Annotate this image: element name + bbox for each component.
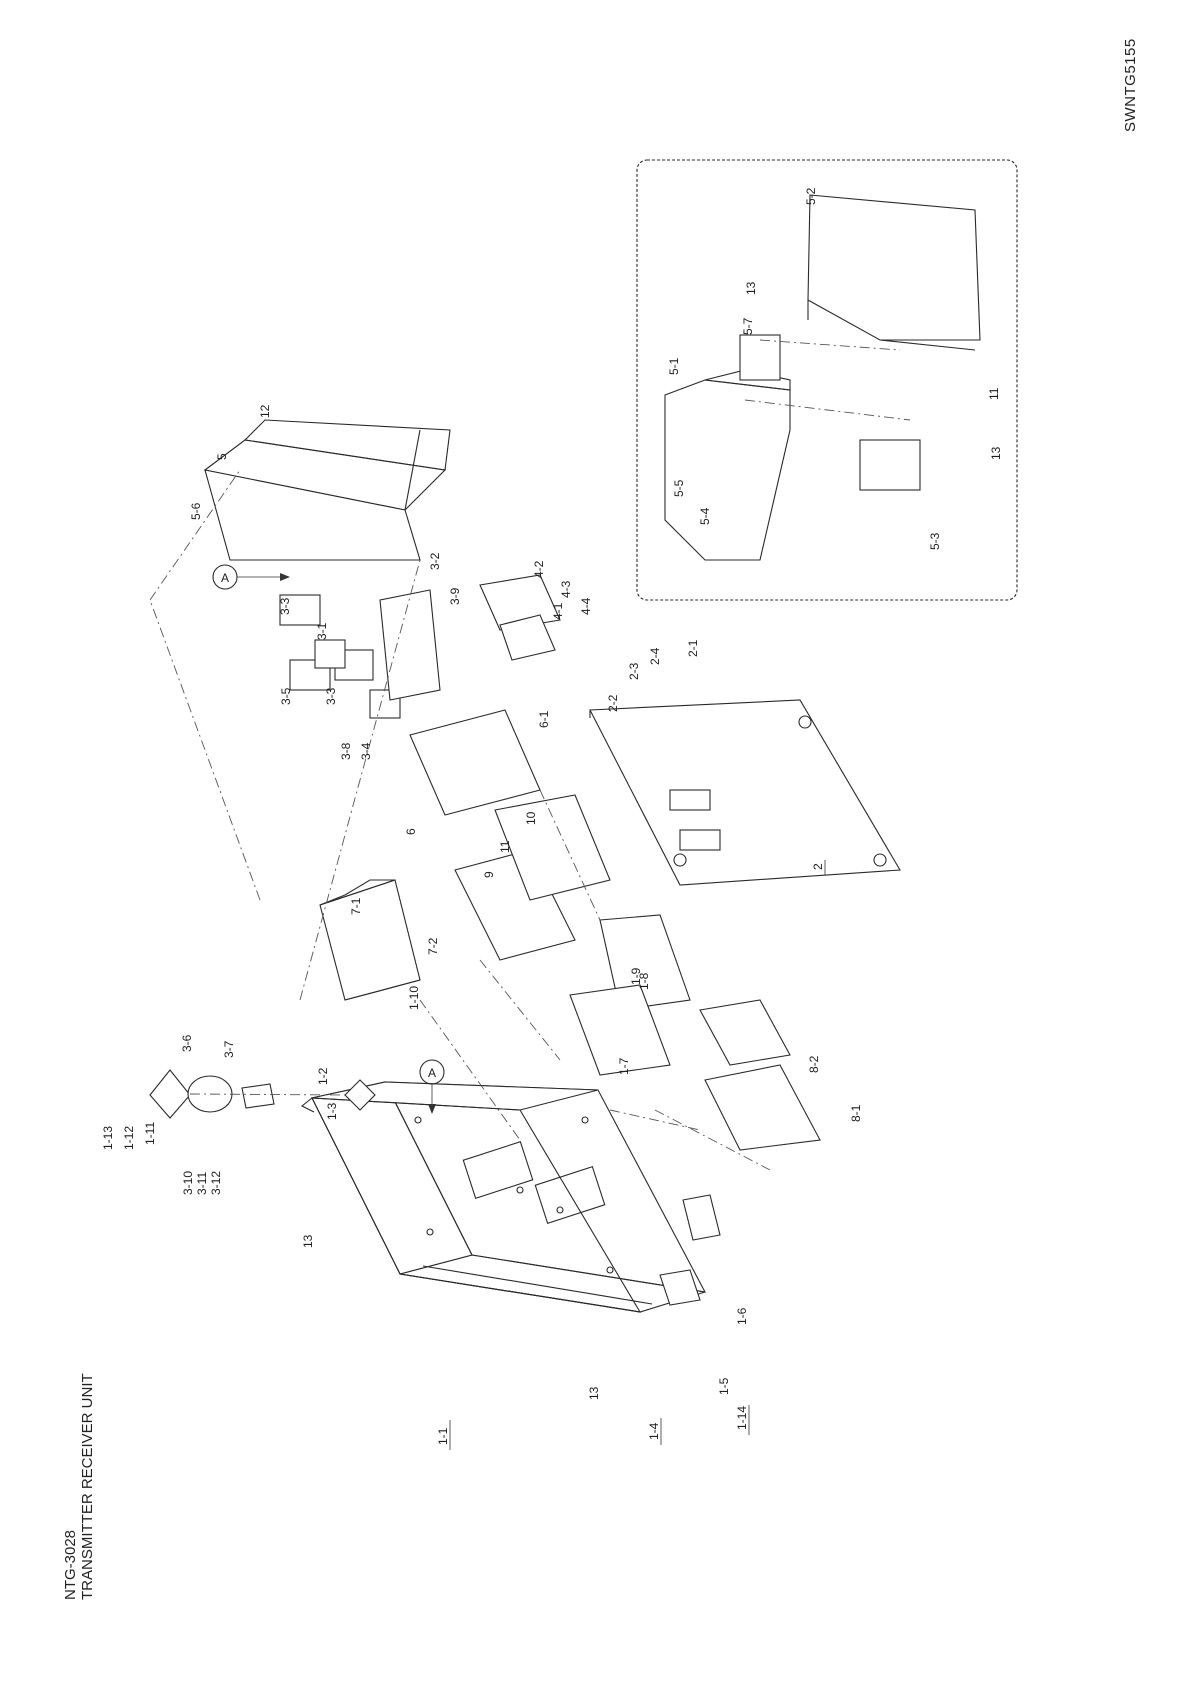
part-label: 1-2 (316, 1067, 330, 1085)
part-label: 11 (987, 387, 1001, 400)
part-label: 6 (404, 828, 418, 835)
bracket-4 (480, 575, 560, 660)
part-label: 3-10 (181, 1171, 195, 1195)
part-label: 8-1 (849, 1104, 863, 1122)
part-label: 13 (301, 1234, 315, 1248)
part-label: 5 (215, 453, 229, 460)
part-label: 1-14 (735, 1406, 749, 1430)
part-label: 2-2 (606, 694, 620, 712)
part-label: 1-3 (325, 1102, 339, 1120)
part-label: 1-6 (735, 1307, 749, 1325)
part-label: 4-4 (579, 597, 593, 615)
part-label: 13 (989, 446, 1003, 460)
power-supply-5 (205, 420, 450, 560)
part-label: 13 (744, 281, 758, 295)
part-label: 5-5 (672, 479, 686, 497)
part-label: 10 (524, 811, 538, 825)
part-label: 7-1 (349, 897, 363, 915)
part-label: 13 (587, 1386, 601, 1400)
part-label: 1-5 (717, 1377, 731, 1395)
part-label: 3-2 (428, 552, 442, 570)
hinge-parts (660, 1195, 720, 1305)
shield-box-7-1 (320, 880, 420, 1000)
part-label: 4-3 (559, 580, 573, 598)
part-label: 2-3 (627, 662, 641, 680)
part-label: 7-2 (426, 937, 440, 955)
part-label: 2-1 (686, 639, 700, 657)
part-label: 3-1 (315, 622, 329, 640)
part-label: 1-7 (617, 1057, 631, 1075)
part-label: 3-3 (278, 597, 292, 615)
inset-detail-box (637, 160, 1017, 600)
part-label: 5-6 (189, 502, 203, 520)
part-label: 2 (811, 863, 825, 870)
view-a-label: A (221, 571, 229, 585)
part-label: 3-6 (180, 1034, 194, 1052)
part-label: 4-1 (551, 602, 565, 620)
view-a-label-2: A (428, 1066, 436, 1080)
part-label: 1-1 (436, 1427, 450, 1445)
part-label: 9 (482, 871, 496, 878)
part-label: 3-5 (279, 687, 293, 705)
part-label: 3-11 (195, 1172, 209, 1195)
part-label: 1-10 (407, 986, 421, 1010)
part-label: 3-9 (448, 587, 462, 605)
part-label: 1-4 (647, 1422, 661, 1440)
part-label: 3-7 (222, 1040, 236, 1058)
module-6 (410, 710, 540, 815)
part-label: 11 (498, 840, 512, 853)
part-label: 5-7 (741, 317, 755, 335)
part-label: 3-12 (209, 1171, 223, 1195)
part-label: 6-1 (537, 710, 551, 728)
front-panel-2 (590, 700, 900, 885)
part-label: 1-12 (122, 1126, 136, 1150)
part-label: 1-13 (101, 1126, 115, 1150)
part-label: 1-11 (143, 1122, 157, 1145)
part-label: 2-4 (648, 647, 662, 665)
waveguide-parts (280, 590, 440, 718)
part-label: 5-1 (667, 357, 681, 375)
part-label: 3-8 (339, 742, 353, 760)
part-label: 3-3 (324, 687, 338, 705)
boards-8 (700, 1000, 820, 1150)
part-label: 5-4 (698, 507, 712, 525)
part-label: 5-3 (928, 532, 942, 550)
part-label: 8-2 (807, 1055, 821, 1073)
part-label: 5-2 (804, 187, 818, 205)
terminal-strips (570, 915, 690, 1075)
part-label: 1-9 (629, 967, 643, 985)
part-label: 12 (258, 404, 272, 418)
part-label: 4-2 (532, 560, 546, 578)
part-label: 3-4 (359, 742, 373, 760)
